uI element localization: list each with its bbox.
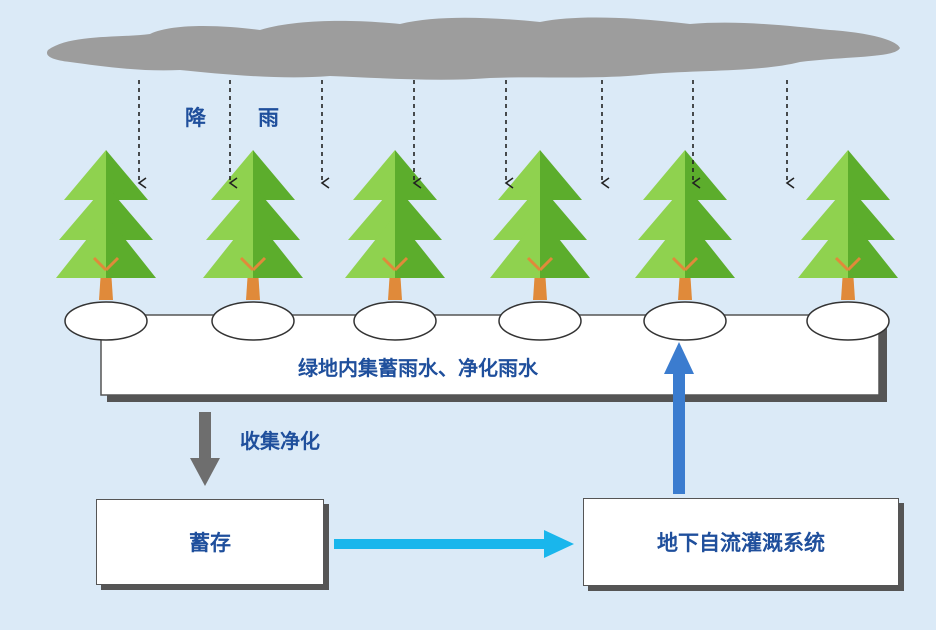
rain-label: 降 [185,106,206,130]
collect-label: 收集净化 [240,429,320,453]
irrigation-box: 地下自流灌溉系统 [583,498,899,586]
cloud-icon [46,17,900,80]
tree-icon [635,150,735,300]
rain-arrows [137,80,795,189]
root-ellipse [806,301,890,341]
irrigation-label: 地下自流灌溉系统 [657,531,825,555]
root-ellipse [211,301,295,341]
storage-to-irrigation-arrow [334,530,574,558]
irrigation-to-green-arrow [664,342,694,494]
root-ellipse [353,301,437,341]
green-area-box [100,314,887,402]
trees-group [56,150,898,341]
tree-icon [56,150,156,300]
storage-label: 蓄存 [189,531,231,555]
rain-label: 雨 [258,106,279,130]
green-area-label: 绿地内集蓄雨水、净化雨水 [298,356,538,380]
collect-arrow [190,412,220,486]
root-ellipse [643,301,727,341]
tree-icon [490,150,590,300]
root-ellipse [64,301,148,341]
tree-icon [345,150,445,300]
tree-icon [203,150,303,300]
tree-icon [798,150,898,300]
storage-box: 蓄存 [96,499,324,585]
root-ellipse [498,301,582,341]
